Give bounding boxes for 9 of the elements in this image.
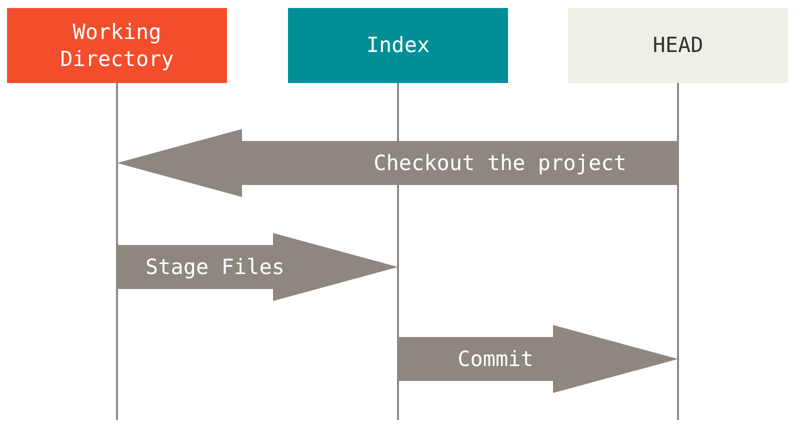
block-arrow: [398, 325, 678, 393]
working-area-header: Working Directory: [7, 8, 227, 83]
commit-header: HEAD: [568, 8, 788, 83]
block-arrow: [117, 233, 398, 301]
edge-label: Checkout the project: [374, 151, 626, 175]
block-arrow: [117, 129, 678, 197]
staging-area-header: Index: [288, 8, 508, 83]
edge-label: Stage Files: [145, 255, 285, 279]
edge-label: Commit: [458, 347, 534, 371]
